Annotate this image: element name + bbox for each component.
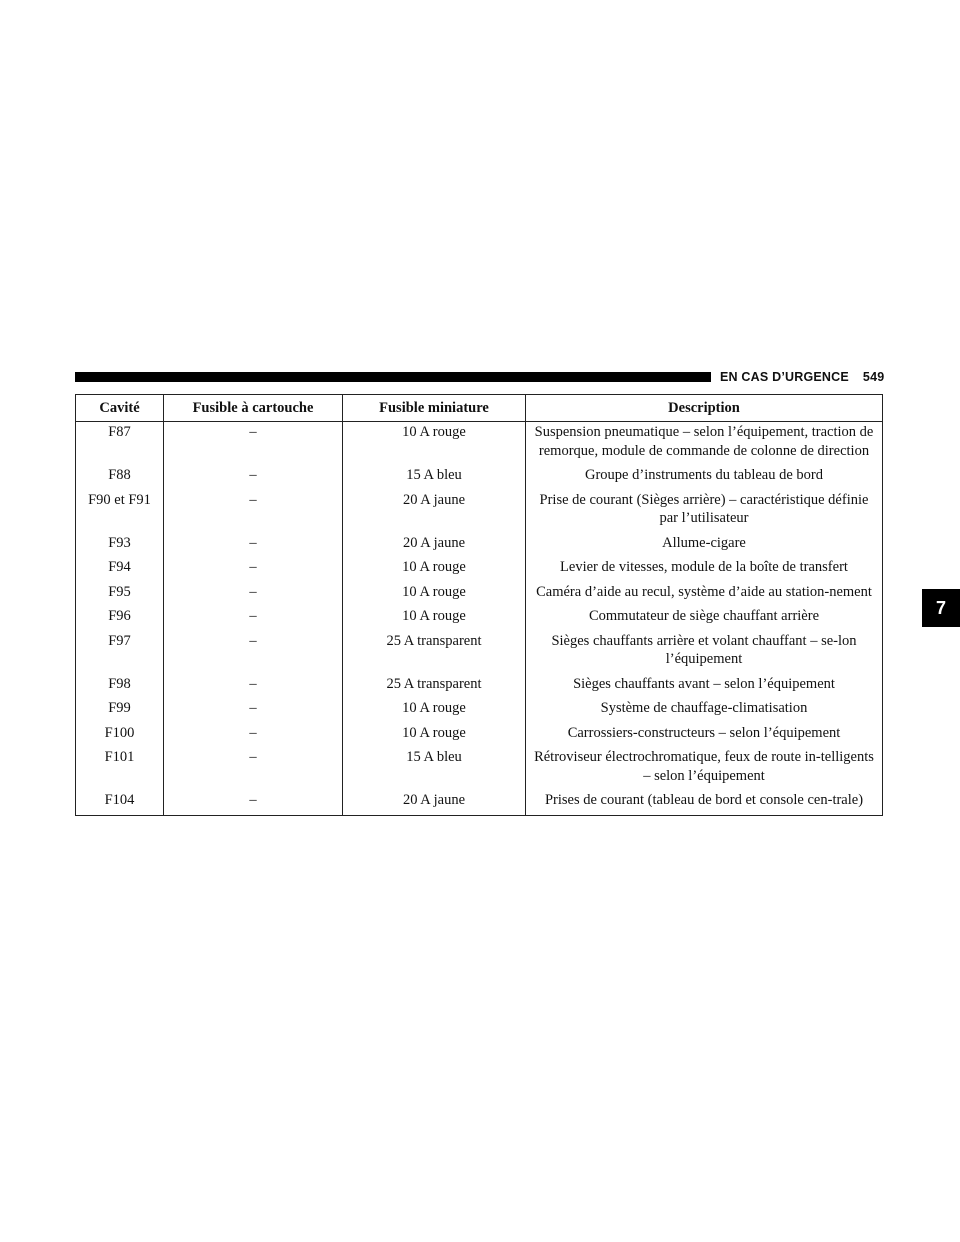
cell-cavity: F95 <box>75 581 164 606</box>
page-number: 549 <box>862 370 885 384</box>
cell-mini-fuse: 10 A rouge <box>342 581 526 606</box>
chapter-tab: 7 <box>922 589 960 627</box>
cell-mini-fuse: 10 A rouge <box>342 722 526 747</box>
cell-description: Prise de courant (Sièges arrière) – cara… <box>525 489 883 533</box>
cell-cavity: F90 et F91 <box>75 489 164 533</box>
cell-mini-fuse: 20 A jaune <box>342 790 526 816</box>
table-header-row: Cavité Fusible à cartouche Fusible minia… <box>75 394 883 422</box>
cell-cartridge-fuse: – <box>163 465 343 490</box>
cell-cavity: F96 <box>75 606 164 631</box>
cell-cavity: F98 <box>75 673 164 698</box>
cell-cartridge-fuse: – <box>163 790 343 816</box>
cell-cartridge-fuse: – <box>163 532 343 557</box>
cell-cavity: F104 <box>75 790 164 816</box>
cell-mini-fuse: 20 A jaune <box>342 532 526 557</box>
cell-cartridge-fuse: – <box>163 747 343 790</box>
cell-cavity: F100 <box>75 722 164 747</box>
cell-description: Sièges chauffants arrière et volant chau… <box>525 630 883 674</box>
cell-cavity: F97 <box>75 630 164 674</box>
cell-mini-fuse: 20 A jaune <box>342 489 526 533</box>
cell-description: Levier de vitesses, module de la boîte d… <box>525 557 883 582</box>
cell-cartridge-fuse: – <box>163 722 343 747</box>
cell-cartridge-fuse: – <box>163 673 343 698</box>
cell-cavity: F94 <box>75 557 164 582</box>
cell-mini-fuse: 10 A rouge <box>342 698 526 723</box>
cell-cavity: F88 <box>75 465 164 490</box>
cell-mini-fuse: 10 A rouge <box>342 557 526 582</box>
cell-description: Commutateur de siège chauffant arrière <box>525 606 883 631</box>
header-rule <box>75 372 711 382</box>
column-header-cartridge-fuse: Fusible à cartouche <box>163 394 343 422</box>
cell-description: Carrossiers-constructeurs – selon l’équi… <box>525 722 883 747</box>
column-header-cavity: Cavité <box>75 394 164 422</box>
cell-cartridge-fuse: – <box>163 698 343 723</box>
cell-description: Suspension pneumatique – selon l’équipem… <box>525 421 883 465</box>
cell-mini-fuse: 15 A bleu <box>342 465 526 490</box>
cell-description: Rétroviseur électrochromatique, feux de … <box>525 747 883 790</box>
section-title: EN CAS D’URGENCE <box>720 370 849 384</box>
cell-cavity: F101 <box>75 747 164 790</box>
cell-cartridge-fuse: – <box>163 630 343 674</box>
cell-mini-fuse: 15 A bleu <box>342 747 526 790</box>
cell-description: Prises de courant (tableau de bord et co… <box>525 790 883 816</box>
column-header-description: Description <box>525 394 883 422</box>
column-header-mini-fuse: Fusible miniature <box>342 394 526 422</box>
cell-mini-fuse: 10 A rouge <box>342 606 526 631</box>
cell-description: Groupe d’instruments du tableau de bord <box>525 465 883 490</box>
cell-mini-fuse: 25 A transparent <box>342 673 526 698</box>
cell-mini-fuse: 10 A rouge <box>342 421 526 465</box>
running-header: EN CAS D’URGENCE 549 <box>720 369 884 385</box>
cell-description: Sièges chauffants avant – selon l’équipe… <box>525 673 883 698</box>
cell-description: Allume-cigare <box>525 532 883 557</box>
cell-cartridge-fuse: – <box>163 581 343 606</box>
cell-mini-fuse: 25 A transparent <box>342 630 526 674</box>
cell-description: Système de chauffage-climatisation <box>525 698 883 723</box>
cell-cartridge-fuse: – <box>163 421 343 465</box>
cell-cavity: F99 <box>75 698 164 723</box>
cell-cavity: F87 <box>75 421 164 465</box>
fuse-table: Cavité Fusible à cartouche Fusible minia… <box>75 394 883 816</box>
cell-cartridge-fuse: – <box>163 606 343 631</box>
cell-cavity: F93 <box>75 532 164 557</box>
cell-cartridge-fuse: – <box>163 489 343 533</box>
cell-cartridge-fuse: – <box>163 557 343 582</box>
cell-description: Caméra d’aide au recul, système d’aide a… <box>525 581 883 606</box>
